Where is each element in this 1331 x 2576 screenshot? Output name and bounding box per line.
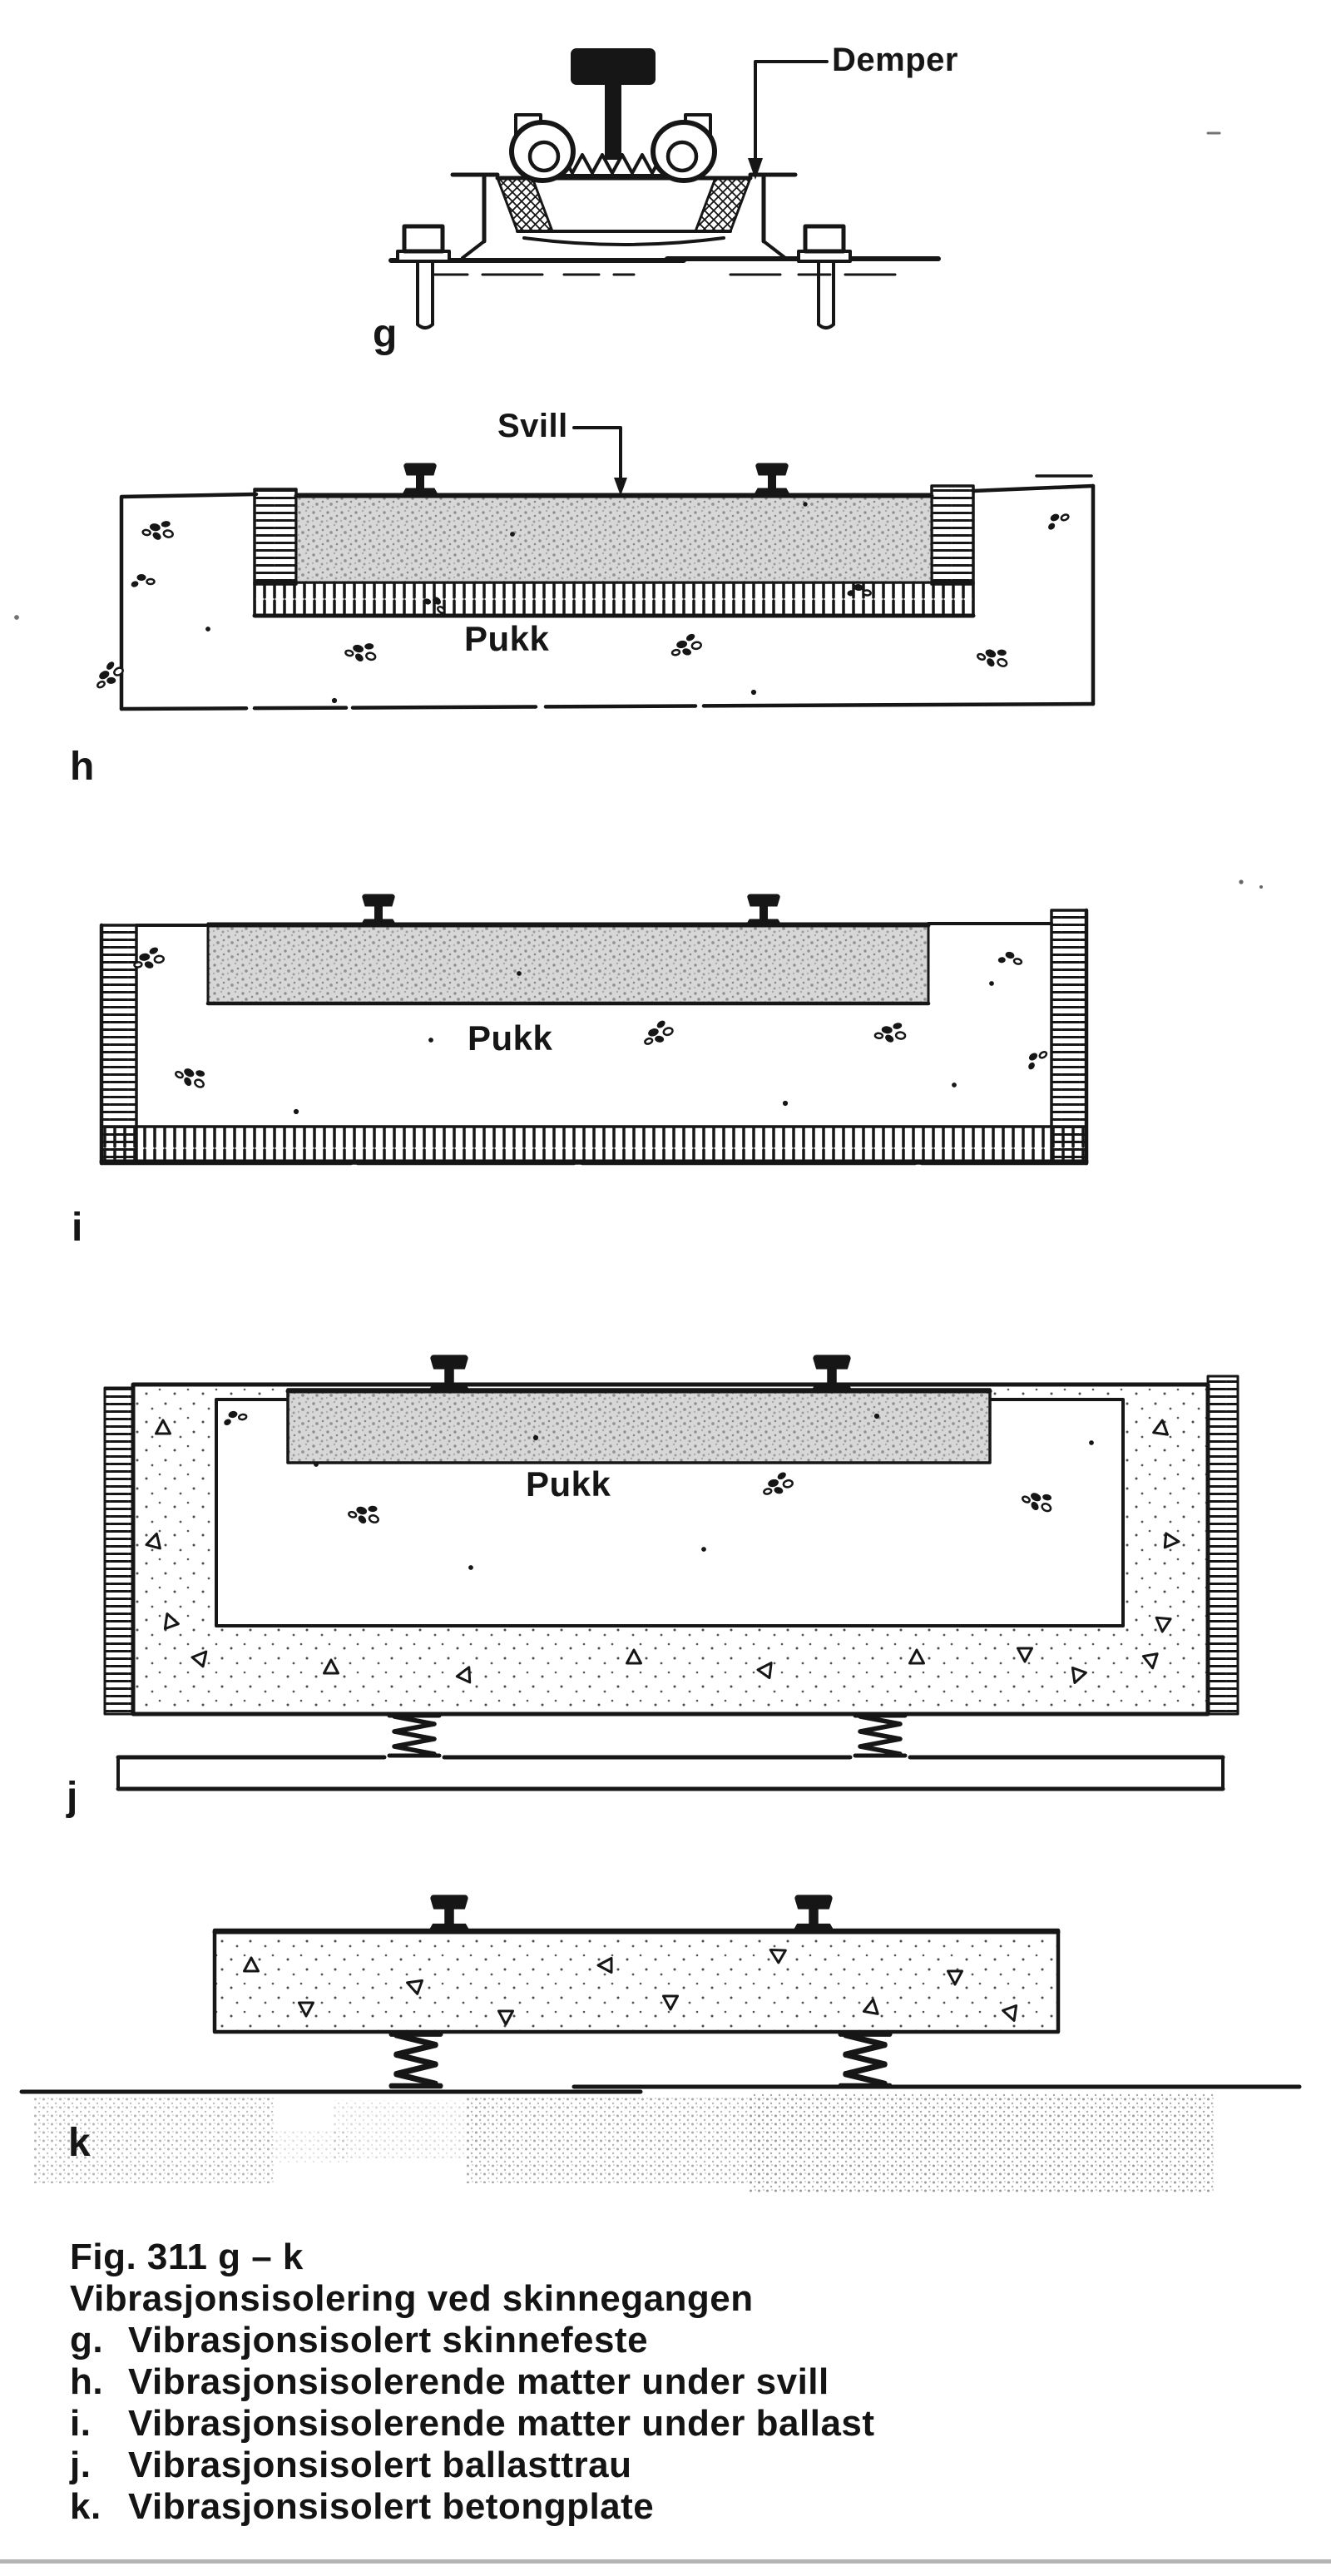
- demper-label: Demper: [832, 42, 958, 78]
- rail-section: [571, 48, 656, 160]
- pukk-label-h: Pukk: [464, 619, 550, 658]
- caption-key-j: j.: [70, 2445, 92, 2485]
- diagram-letter-g: g: [373, 312, 398, 356]
- spring-j-right: [855, 1716, 905, 1756]
- caption-text-g: Vibrasjonsisolert skinnefeste: [128, 2320, 649, 2361]
- caption-item-i: i. Vibrasjonsisolerende matter under bal…: [70, 2403, 1235, 2445]
- ground-line: [19, 2084, 1302, 2094]
- spring-k-left: [391, 2034, 441, 2086]
- ballast-pebbles-h: [89, 502, 1072, 704]
- figure-caption: Fig. 311 g – k Vibrasjonsisolering ved s…: [70, 2237, 1235, 2528]
- caption-key-k: k.: [70, 2486, 101, 2527]
- spring-j-left: [389, 1716, 439, 1756]
- diagram-letter-j: j: [67, 1775, 78, 1819]
- ballast-pebbles-i: [131, 944, 1051, 1115]
- diagram-letter-k: k: [68, 2121, 92, 2165]
- diagram-letter-h: h: [70, 745, 95, 789]
- caption-item-g: g. Vibrasjonsisolert skinnefeste: [70, 2320, 1235, 2361]
- diagram-j-ballast-trough: [103, 1355, 1239, 1791]
- demper-leader-arrow: [748, 60, 829, 180]
- anchor-bolt-right: [797, 224, 852, 329]
- caption-text-i: Vibrasjonsisolerende matter under ballas…: [128, 2403, 875, 2444]
- caption-key-g: g.: [70, 2320, 104, 2361]
- diagram-letter-i: i: [72, 1206, 83, 1250]
- rail-clip-left: [509, 113, 576, 183]
- svill-label: Svill: [497, 408, 568, 444]
- caption-text-j: Vibrasjonsisolert ballasttrau: [128, 2445, 632, 2485]
- sleeper-i: [206, 922, 930, 1005]
- ballast-pebbles-j: [220, 1408, 1094, 1570]
- diagram-i-mats-under-ballast: [99, 879, 1263, 1166]
- caption-key-i: i.: [70, 2403, 92, 2444]
- page-bottom-rule: [0, 2559, 1331, 2564]
- diagram-k-concrete-slab: [19, 1895, 1302, 2193]
- caption-item-h: h. Vibrasjonsisolerende matter under svi…: [70, 2361, 1235, 2403]
- figure-title: Vibrasjonsisolering ved skinnegangen: [70, 2278, 754, 2319]
- diagram-g-rail-fastening: [388, 48, 1221, 329]
- svill-leader-arrow: [572, 426, 627, 496]
- soil-texture: [33, 2093, 1215, 2193]
- pukk-label-i: Pukk: [468, 1018, 553, 1058]
- rail-clip-right: [651, 113, 717, 183]
- sleeper-j: [286, 1388, 992, 1464]
- sleeper-h: [294, 493, 933, 584]
- diagram-h-mats-under-sleeper: [14, 426, 1096, 711]
- caption-item-j: j. Vibrasjonsisolert ballasttrau: [70, 2445, 1235, 2486]
- concrete-slab: [212, 1928, 1061, 2034]
- pukk-label-j: Pukk: [526, 1464, 611, 1503]
- anchor-bolt-left: [396, 224, 451, 329]
- caption-text-k: Vibrasjonsisolert betongplate: [128, 2486, 655, 2527]
- caption-text-h: Vibrasjonsisolerende matter under svill: [128, 2361, 829, 2402]
- caption-item-k: k. Vibrasjonsisolert betongplate: [70, 2486, 1235, 2528]
- spring-k-right: [840, 2034, 890, 2086]
- figure-number: Fig. 311 g – k: [70, 2237, 304, 2277]
- caption-key-h: h.: [70, 2361, 104, 2402]
- foundation-slab-j: [116, 1755, 1225, 1791]
